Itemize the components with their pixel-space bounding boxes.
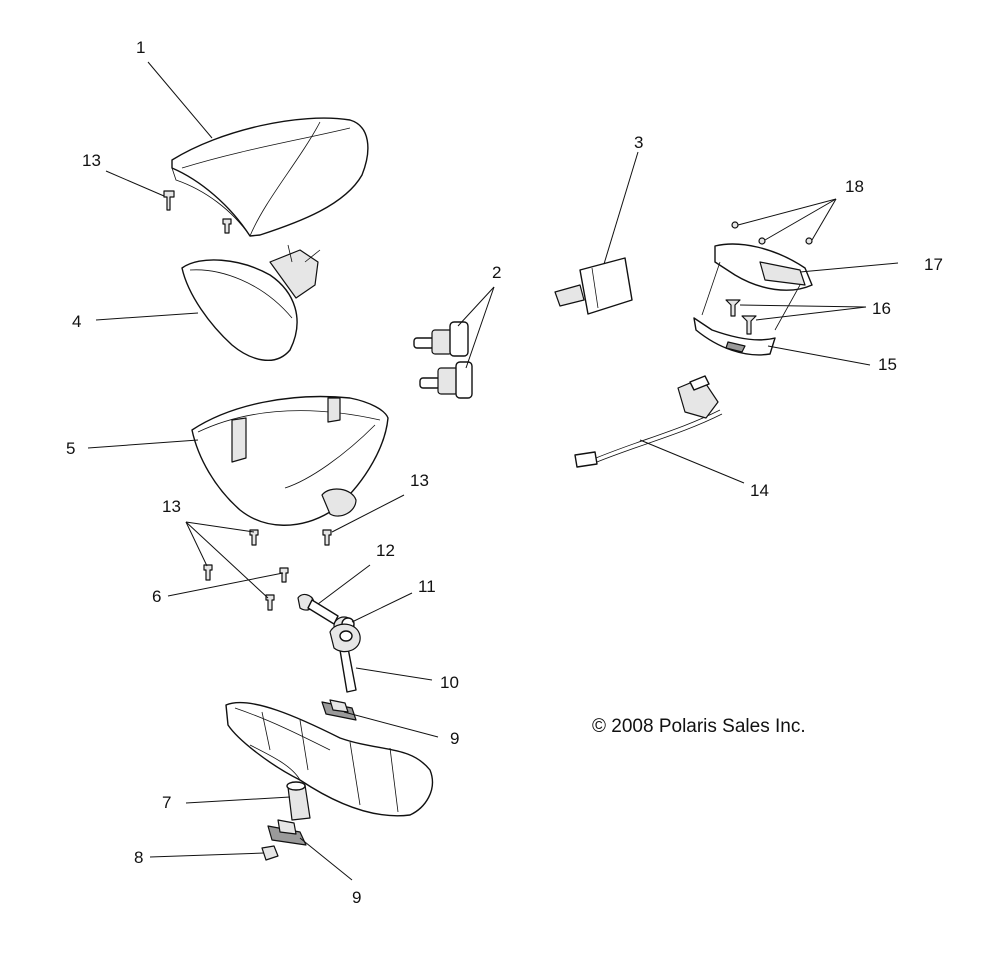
copyright-notice: © 2008 Polaris Sales Inc. — [592, 716, 806, 737]
part-grommet-upper — [321, 699, 357, 721]
callout-9-upper: 9 — [450, 729, 459, 748]
callout-7: 7 — [162, 793, 171, 812]
callout-3: 3 — [634, 133, 643, 152]
callout-13-left: 13 — [162, 497, 181, 516]
part-switch — [554, 257, 633, 315]
part-headlight-cover — [171, 117, 369, 237]
callout-labels: 1 13 4 5 2 3 18 17 16 15 14 13 13 6 12 1… — [66, 38, 943, 907]
callout-1: 1 — [136, 38, 145, 57]
part-gauge-bracket — [693, 261, 801, 356]
callout-13-right: 13 — [410, 471, 429, 490]
part-bolt — [297, 593, 339, 625]
part-screws — [163, 190, 332, 611]
part-mount-post — [329, 623, 361, 693]
callout-12: 12 — [376, 541, 395, 560]
part-bulbs — [413, 321, 473, 399]
leader-lines — [87, 61, 899, 881]
callout-14: 14 — [750, 481, 769, 500]
part-lower-shroud — [191, 395, 389, 526]
callout-5: 5 — [66, 439, 75, 458]
part-handlebar-pad — [225, 701, 434, 817]
callout-17: 17 — [924, 255, 943, 274]
callout-4: 4 — [72, 312, 81, 331]
part-gauge-module — [714, 221, 813, 291]
callout-8: 8 — [134, 848, 143, 867]
callout-11: 11 — [418, 577, 436, 596]
callout-18: 18 — [845, 177, 864, 196]
callout-16: 16 — [872, 299, 891, 318]
callout-9-lower: 9 — [352, 888, 361, 907]
callout-13-top: 13 — [82, 151, 101, 170]
callout-2: 2 — [492, 263, 501, 282]
part-grommet-lower — [267, 819, 307, 846]
part-wire-harness — [574, 375, 723, 468]
part-nut — [261, 845, 279, 861]
part-bushing — [286, 781, 311, 821]
callout-10: 10 — [440, 673, 459, 692]
part-headlight-housing — [181, 244, 321, 361]
callout-6: 6 — [152, 587, 161, 606]
callout-15: 15 — [878, 355, 897, 374]
